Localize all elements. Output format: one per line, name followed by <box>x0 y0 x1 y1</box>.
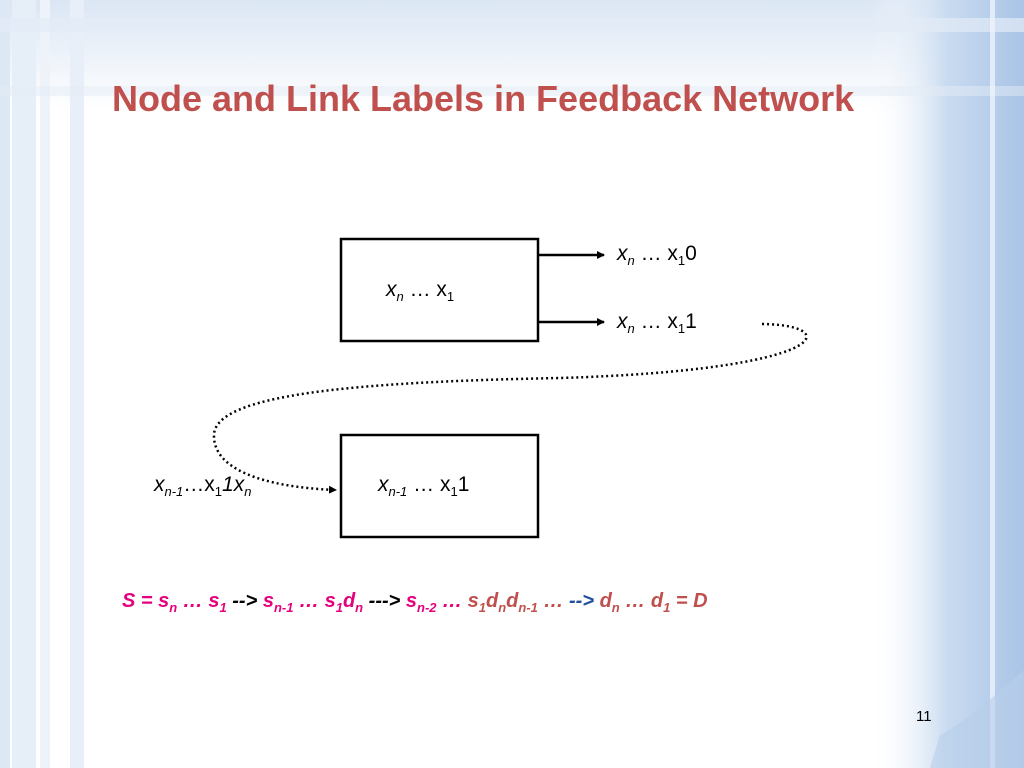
formula-arrow: --> <box>226 590 263 612</box>
formula-part: … <box>436 590 468 612</box>
formula-part: d <box>506 590 519 612</box>
label-sub: n <box>627 253 635 268</box>
formula-part: d <box>342 590 356 612</box>
label-sub: n <box>396 289 404 304</box>
formula-part: … s <box>177 590 220 612</box>
formula-sub: n <box>498 600 507 615</box>
label-sub: 1 <box>214 484 223 499</box>
page-number: 11 <box>916 708 932 725</box>
label-sub: n <box>627 321 635 336</box>
formula-sub: n <box>611 600 620 615</box>
label-sub: 1 <box>450 484 458 499</box>
label-var: x <box>617 242 628 265</box>
formula-sub: n-2 <box>417 600 437 615</box>
output-link-1-label: xn … x11 <box>617 310 697 336</box>
output-link-0-label: xn … x10 <box>617 242 697 268</box>
formula-arrow: ---> <box>363 590 406 612</box>
formula-sub: 1 <box>219 600 227 615</box>
label-tail: 1 <box>685 310 697 333</box>
bottom-node-box <box>339 433 540 539</box>
formula-sub: n <box>169 600 178 615</box>
label-sub: n <box>244 484 252 499</box>
label-tail: 0 <box>685 242 697 265</box>
feedback-dotted-arrow <box>212 322 808 494</box>
label-var: x <box>386 278 397 301</box>
label-sub: 1 <box>677 321 686 336</box>
formula-part: d <box>599 590 612 612</box>
label-tail: 1 <box>457 473 470 496</box>
label-mid: …x <box>183 473 215 496</box>
formula-sub: 1 <box>335 600 343 615</box>
label-mid: … x <box>403 278 447 301</box>
formula-part: s <box>262 590 274 612</box>
bottom-node-label: xn-1 … x11 <box>378 473 470 499</box>
label-var: x <box>617 310 628 333</box>
incoming-link-label: xn-1…x11xn <box>154 473 252 499</box>
formula-part: d <box>486 590 499 612</box>
top-node-box <box>339 237 540 343</box>
formula-sub: 1 <box>663 600 671 615</box>
formula-part: … s <box>293 590 336 612</box>
formula-part: = D <box>670 590 708 612</box>
label-sub: n-1 <box>164 484 184 499</box>
label-var: x <box>154 473 165 496</box>
formula-part: s <box>405 590 418 612</box>
path-formula: S = sn … s1 --> sn-1 … s1dn ---> sn-2 … … <box>122 590 708 615</box>
label-mid: … x <box>407 473 451 496</box>
formula-part: … d <box>619 590 664 612</box>
formula-part: S = s <box>122 590 170 612</box>
label-mid: … x <box>634 242 678 265</box>
formula-sub: n <box>355 600 364 615</box>
label-mid: … x <box>634 310 678 333</box>
label-mid2: 1x <box>222 473 245 496</box>
formula-part: s <box>467 590 479 612</box>
label-sub: n-1 <box>388 484 408 499</box>
formula-sub: 1 <box>478 600 486 615</box>
formula-sub: n-1 <box>273 600 294 615</box>
label-sub: 1 <box>677 253 686 268</box>
label-sub: 1 <box>446 289 455 304</box>
formula-arrow: --> <box>569 590 600 612</box>
slide-title: Node and Link Labels in Feedback Network <box>112 78 855 119</box>
top-node-label: xn … x1 <box>386 278 455 304</box>
label-var: x <box>378 473 389 496</box>
formula-part: … <box>537 590 570 612</box>
formula-sub: n-1 <box>518 600 538 615</box>
